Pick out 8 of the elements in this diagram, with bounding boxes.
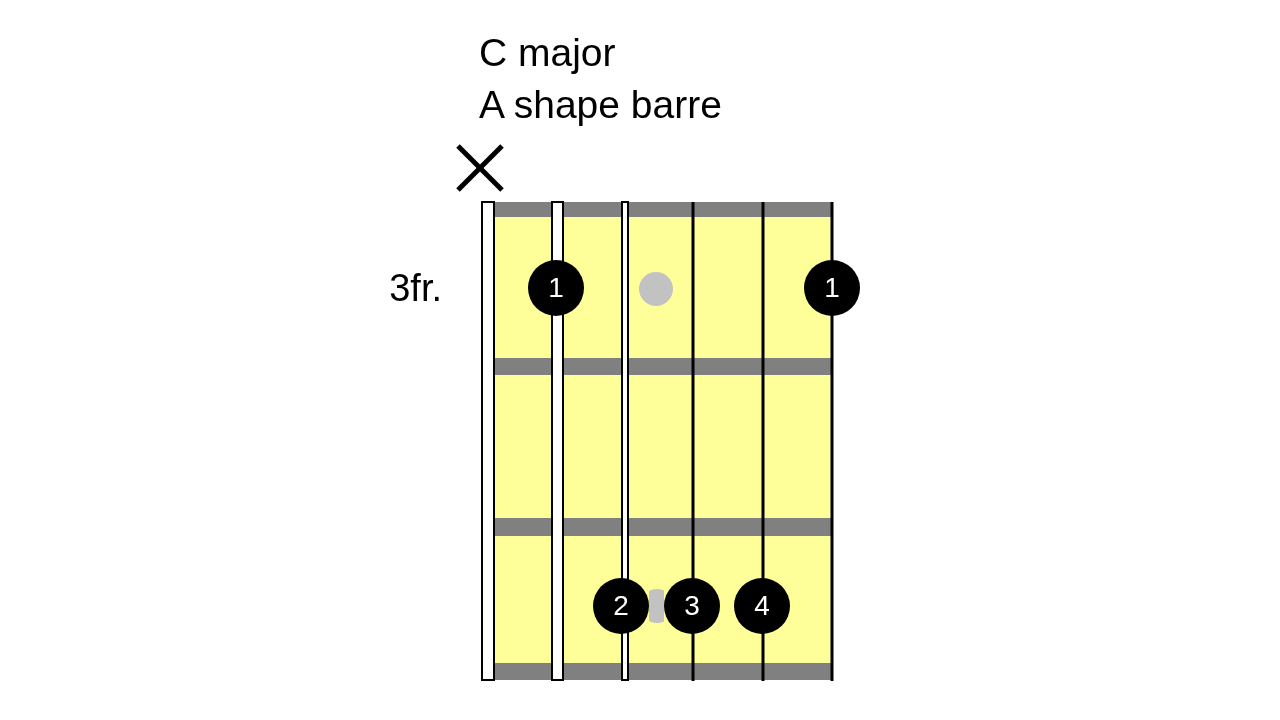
finger-number: 1 xyxy=(824,273,840,303)
chord-shape-label: A shape barre xyxy=(479,82,722,128)
finger-number: 1 xyxy=(548,273,564,303)
fret-number-label: 3fr. xyxy=(389,266,442,311)
finger-number: 2 xyxy=(613,591,629,621)
finger-number: 3 xyxy=(684,591,700,621)
finger-number: 4 xyxy=(754,591,770,621)
chord-title: C major xyxy=(479,30,616,76)
